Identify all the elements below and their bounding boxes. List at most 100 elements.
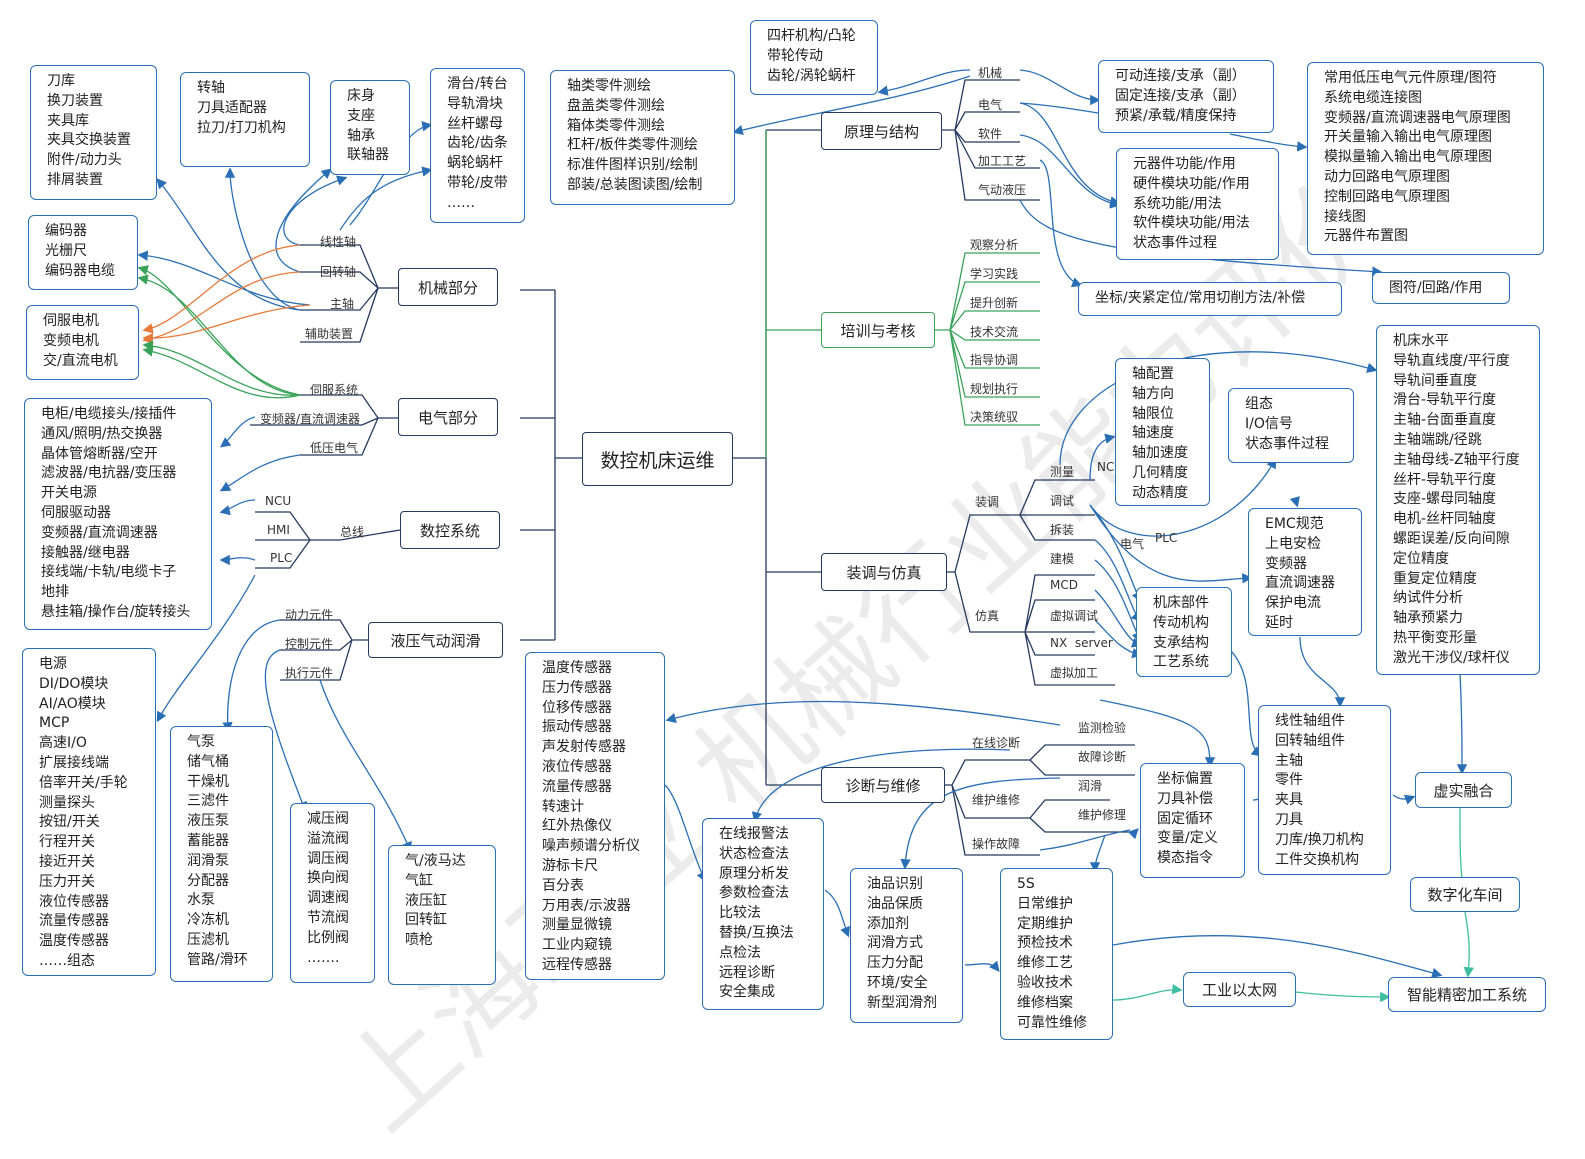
label-monitoring[interactable]: 监测检验 bbox=[1078, 721, 1127, 735]
node-industrial-ethernet[interactable]: 工业以太网 bbox=[1183, 972, 1296, 1007]
label-process[interactable]: 加工工艺 bbox=[978, 154, 1027, 168]
box-item: 接线端/卡轨/电缆卡子 bbox=[41, 564, 177, 581]
node-electrical[interactable]: 电气部分 bbox=[398, 398, 498, 436]
node-virtual-real[interactable]: 虚实融合 bbox=[1415, 772, 1512, 808]
label-low-voltage[interactable]: 低压电气 bbox=[310, 441, 359, 455]
box-item: 远程诊断 bbox=[719, 964, 775, 981]
node-principle[interactable]: 原理与结构 bbox=[821, 112, 942, 150]
box-item: 重复定位精度 bbox=[1393, 570, 1477, 587]
box-item: 上电安检 bbox=[1265, 535, 1321, 552]
label-spindle[interactable]: 主轴 bbox=[330, 297, 355, 311]
box-item: 点检法 bbox=[719, 944, 761, 961]
box-item: 气泵 bbox=[187, 734, 215, 750]
label-training-item[interactable]: 指导协调 bbox=[970, 353, 1019, 367]
label-pneumatic[interactable]: 气动液压 bbox=[978, 183, 1027, 197]
box-item: 夹具库 bbox=[47, 112, 89, 129]
box-elec-diagrams: 常用低压电气元件原理/图符系统电缆连接图变频器/直流调速器电气原理图开关量输入输… bbox=[1307, 62, 1544, 255]
label-training-item[interactable]: 提升创新 bbox=[970, 296, 1019, 310]
label-simulation-group[interactable]: 仿真 bbox=[975, 609, 1000, 623]
node-diagnosis[interactable]: 诊断与维修 bbox=[821, 767, 945, 803]
box-item: EMC规范 bbox=[1265, 516, 1324, 532]
box-item: 三滤件 bbox=[187, 793, 229, 810]
label-assembly-group[interactable]: 装调 bbox=[975, 495, 1000, 509]
box-item: 坐标/夹紧定位/常用切削方法/补偿 bbox=[1095, 290, 1306, 306]
label-training-item[interactable]: 规划执行 bbox=[970, 382, 1019, 396]
label-control-elements[interactable]: 控制元件 bbox=[285, 637, 334, 651]
label-linear-axis[interactable]: 线性轴 bbox=[320, 235, 357, 249]
label-mcd[interactable]: MCD bbox=[1050, 578, 1078, 592]
label-modeling[interactable]: 建模 bbox=[1050, 552, 1075, 566]
box-item: 测量探头 bbox=[39, 794, 95, 811]
mindmap-canvas: 上海工业 机械行业能力评价第2 bbox=[22, 20, 1546, 1154]
box-item: 齿轮/齿条 bbox=[447, 135, 508, 152]
label-nx-server[interactable]: NX server bbox=[1050, 636, 1113, 650]
node-label: 诊断与维修 bbox=[845, 776, 921, 795]
label-measure[interactable]: 测量 bbox=[1050, 465, 1075, 479]
label-rotary-axis[interactable]: 回转轴 bbox=[320, 265, 357, 279]
node-digital-workshop[interactable]: 数字化车间 bbox=[1410, 877, 1520, 912]
label-disassembly[interactable]: 拆装 bbox=[1050, 523, 1075, 537]
box-item: 四杆机构/凸轮 bbox=[767, 28, 856, 44]
label-operation-fault[interactable]: 操作故障 bbox=[972, 837, 1021, 851]
box-item: 流量传感器 bbox=[39, 913, 109, 930]
box-item: 轴承预紧力 bbox=[1393, 610, 1463, 627]
label-training-item[interactable]: 决策统驭 bbox=[970, 410, 1019, 424]
box-item: 夹具交换装置 bbox=[47, 132, 131, 149]
box-precision: 机床水平导轨直线度/平行度导轨间垂直度滑台-导轨平行度主轴-台面垂直度主轴端跳/… bbox=[1376, 325, 1540, 675]
label-training-item[interactable]: 技术交流 bbox=[970, 325, 1019, 339]
box-item: 刀库 bbox=[47, 73, 75, 89]
box-item: ……组态 bbox=[39, 952, 95, 969]
box-item: 固定循环 bbox=[1157, 810, 1213, 827]
box-item: 轴速度 bbox=[1132, 425, 1174, 442]
box-item: 模拟量输入输出电气原理图 bbox=[1324, 149, 1492, 166]
label-mechanical[interactable]: 机械 bbox=[978, 66, 1003, 80]
box-item: 滤波器/电抗器/变压器 bbox=[41, 465, 177, 482]
label-electrical[interactable]: 电气 bbox=[978, 98, 1003, 112]
node-label: 培训与考核 bbox=[840, 321, 916, 340]
label-debug[interactable]: 调试 bbox=[1050, 494, 1075, 508]
label-power-elements[interactable]: 动力元件 bbox=[285, 608, 334, 622]
box-item: 螺距误差/反向间隙 bbox=[1393, 530, 1510, 547]
node-cnc-system[interactable]: 数控系统 bbox=[400, 511, 500, 549]
label-virtual-debug[interactable]: 虚拟调试 bbox=[1050, 609, 1099, 623]
box-item: 坐标偏置 bbox=[1157, 771, 1213, 787]
label-maintenance-group[interactable]: 维护维修 bbox=[972, 793, 1021, 807]
node-intelligent-system[interactable]: 智能精密加工系统 bbox=[1388, 977, 1546, 1012]
label-hmi[interactable]: HMI bbox=[267, 523, 290, 537]
box-item: 冷冻机 bbox=[187, 912, 229, 929]
box-item: 状态检查法 bbox=[719, 845, 789, 862]
box-item: 分配器 bbox=[187, 872, 229, 889]
label-repair[interactable]: 维护修理 bbox=[1078, 808, 1127, 822]
box-item: 扩展接线端 bbox=[39, 754, 109, 771]
box-item: 热平衡变形量 bbox=[1393, 629, 1477, 646]
box-item: 动态精度 bbox=[1132, 484, 1188, 501]
label-inverter[interactable]: 变频器/直流调速器 bbox=[260, 412, 361, 426]
node-hydraulic[interactable]: 液压气动润滑 bbox=[368, 622, 503, 658]
node-mechanical[interactable]: 机械部分 bbox=[398, 268, 498, 306]
node-assembly[interactable]: 装调与仿真 bbox=[821, 553, 947, 591]
box-item: …… bbox=[447, 194, 475, 211]
center-node[interactable]: 数控机床运维 bbox=[582, 432, 733, 486]
box-item: 夹具 bbox=[1275, 792, 1303, 809]
box-item: 高速I/O bbox=[39, 735, 87, 752]
box-item: 声发射传感器 bbox=[542, 739, 626, 756]
label-online-diagnosis[interactable]: 在线诊断 bbox=[972, 736, 1021, 750]
label-ncu[interactable]: NCU bbox=[265, 494, 292, 508]
label-plc[interactable]: PLC bbox=[270, 551, 293, 565]
label-software[interactable]: 软件 bbox=[978, 127, 1003, 141]
box-item: 几何精度 bbox=[1132, 464, 1188, 481]
label-auxiliary[interactable]: 辅助装置 bbox=[305, 327, 354, 341]
label-training-item[interactable]: 观察分析 bbox=[970, 238, 1019, 252]
box-item: 日常维护 bbox=[1017, 895, 1073, 912]
label-fault-diagnosis[interactable]: 故障诊断 bbox=[1078, 750, 1127, 764]
label-actuator-elements[interactable]: 执行元件 bbox=[285, 666, 334, 680]
label-virtual-machining[interactable]: 虚拟加工 bbox=[1050, 666, 1099, 680]
label-servo-system[interactable]: 伺服系统 bbox=[310, 383, 359, 397]
label-lubrication[interactable]: 润滑 bbox=[1078, 779, 1103, 793]
box-item: 线性轴组件 bbox=[1275, 713, 1345, 729]
box-item: 液压缸 bbox=[405, 892, 447, 909]
label-training-item[interactable]: 学习实践 bbox=[970, 267, 1019, 281]
node-training[interactable]: 培训与考核 bbox=[821, 312, 935, 348]
box-item: 丝杆螺母 bbox=[447, 115, 503, 132]
box-item: 刀具补偿 bbox=[1157, 790, 1213, 807]
